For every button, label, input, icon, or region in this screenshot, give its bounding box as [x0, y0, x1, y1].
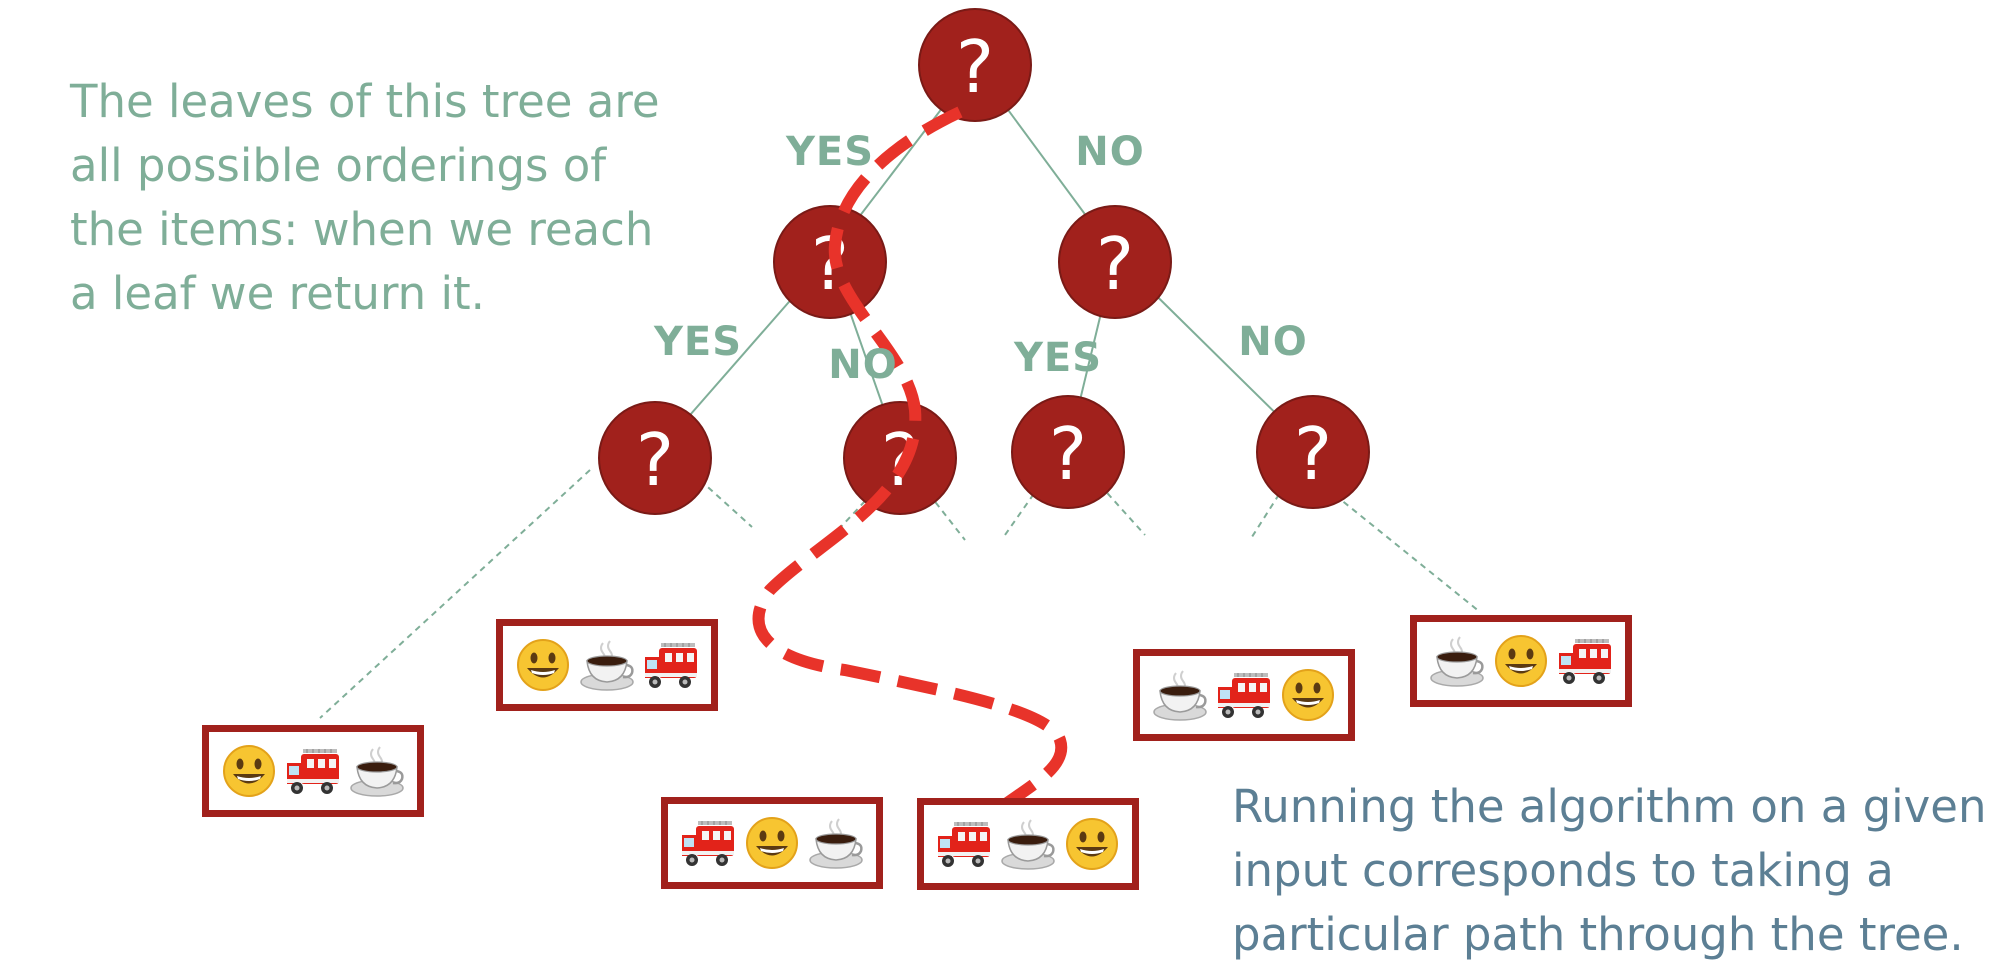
- dashed-edge: [699, 479, 753, 528]
- leaf-ordering-1: [202, 725, 424, 817]
- label-right-no: NO: [1238, 319, 1308, 365]
- leaf-edges: [319, 469, 1481, 719]
- label-left-yes: YES: [653, 319, 743, 365]
- smiley-face-icon: [1278, 665, 1338, 725]
- leaf-ordering-5: [1133, 649, 1355, 741]
- decision-node-no-yes: ?: [1011, 395, 1125, 509]
- decision-node-no: ?: [1058, 205, 1172, 319]
- node-circle: [1058, 205, 1172, 319]
- fire-engine-icon: [934, 814, 994, 874]
- fire-engine-icon: [641, 635, 701, 695]
- node-circle: [918, 8, 1032, 122]
- smiley-face-icon: [219, 741, 279, 801]
- node-circle: [1256, 395, 1370, 509]
- decision-node-yes-no: ?: [843, 401, 957, 515]
- question-mark-label: ?: [1096, 222, 1134, 306]
- label-right-yes: YES: [1013, 335, 1103, 381]
- leaf-ordering-4: [917, 798, 1139, 890]
- question-mark-label: ?: [1049, 412, 1087, 496]
- dashed-edge: [1334, 494, 1481, 613]
- path-description: Running the algorithm on a given input c…: [1232, 780, 1987, 961]
- node-circle: [598, 401, 712, 515]
- fire-engine-icon: [1555, 631, 1615, 691]
- node-circle: [843, 401, 957, 515]
- question-mark-label: ?: [636, 418, 674, 502]
- coffee-cup-icon: [1150, 665, 1210, 725]
- coffee-cup-icon: [347, 741, 407, 801]
- smiley-face-icon: [1491, 631, 1551, 691]
- decision-node-root: ?: [918, 8, 1032, 122]
- decision-nodes: ???????: [598, 8, 1370, 515]
- coffee-cup-icon: [1427, 631, 1487, 691]
- traversal-path: [752, 106, 1068, 825]
- decision-node-yes-yes: ?: [598, 401, 712, 515]
- smiley-face-icon: [742, 813, 802, 873]
- smiley-face-icon: [513, 635, 573, 695]
- coffee-cup-icon: [806, 813, 866, 873]
- fire-engine-icon: [678, 813, 738, 873]
- label-root-yes: YES: [785, 129, 875, 175]
- tree-edges: [654, 64, 1314, 456]
- question-mark-label: ?: [1294, 412, 1332, 496]
- fire-engine-icon: [283, 741, 343, 801]
- node-circle: [1011, 395, 1125, 509]
- leaves-description: The leaves of this tree are all possible…: [70, 75, 660, 320]
- dashed-edge: [1099, 484, 1146, 536]
- leaf-ordering-2: [496, 619, 718, 711]
- question-mark-label: ?: [956, 25, 994, 109]
- coffee-cup-icon: [998, 814, 1058, 874]
- leaf-ordering-3: [661, 797, 883, 889]
- decision-node-no-no: ?: [1256, 395, 1370, 509]
- label-left-no: NO: [828, 342, 898, 388]
- smiley-face-icon: [1062, 814, 1122, 874]
- fire-engine-icon: [1214, 665, 1274, 725]
- label-root-no: NO: [1075, 129, 1145, 175]
- coffee-cup-icon: [577, 635, 637, 695]
- leaf-ordering-6: [1410, 615, 1632, 707]
